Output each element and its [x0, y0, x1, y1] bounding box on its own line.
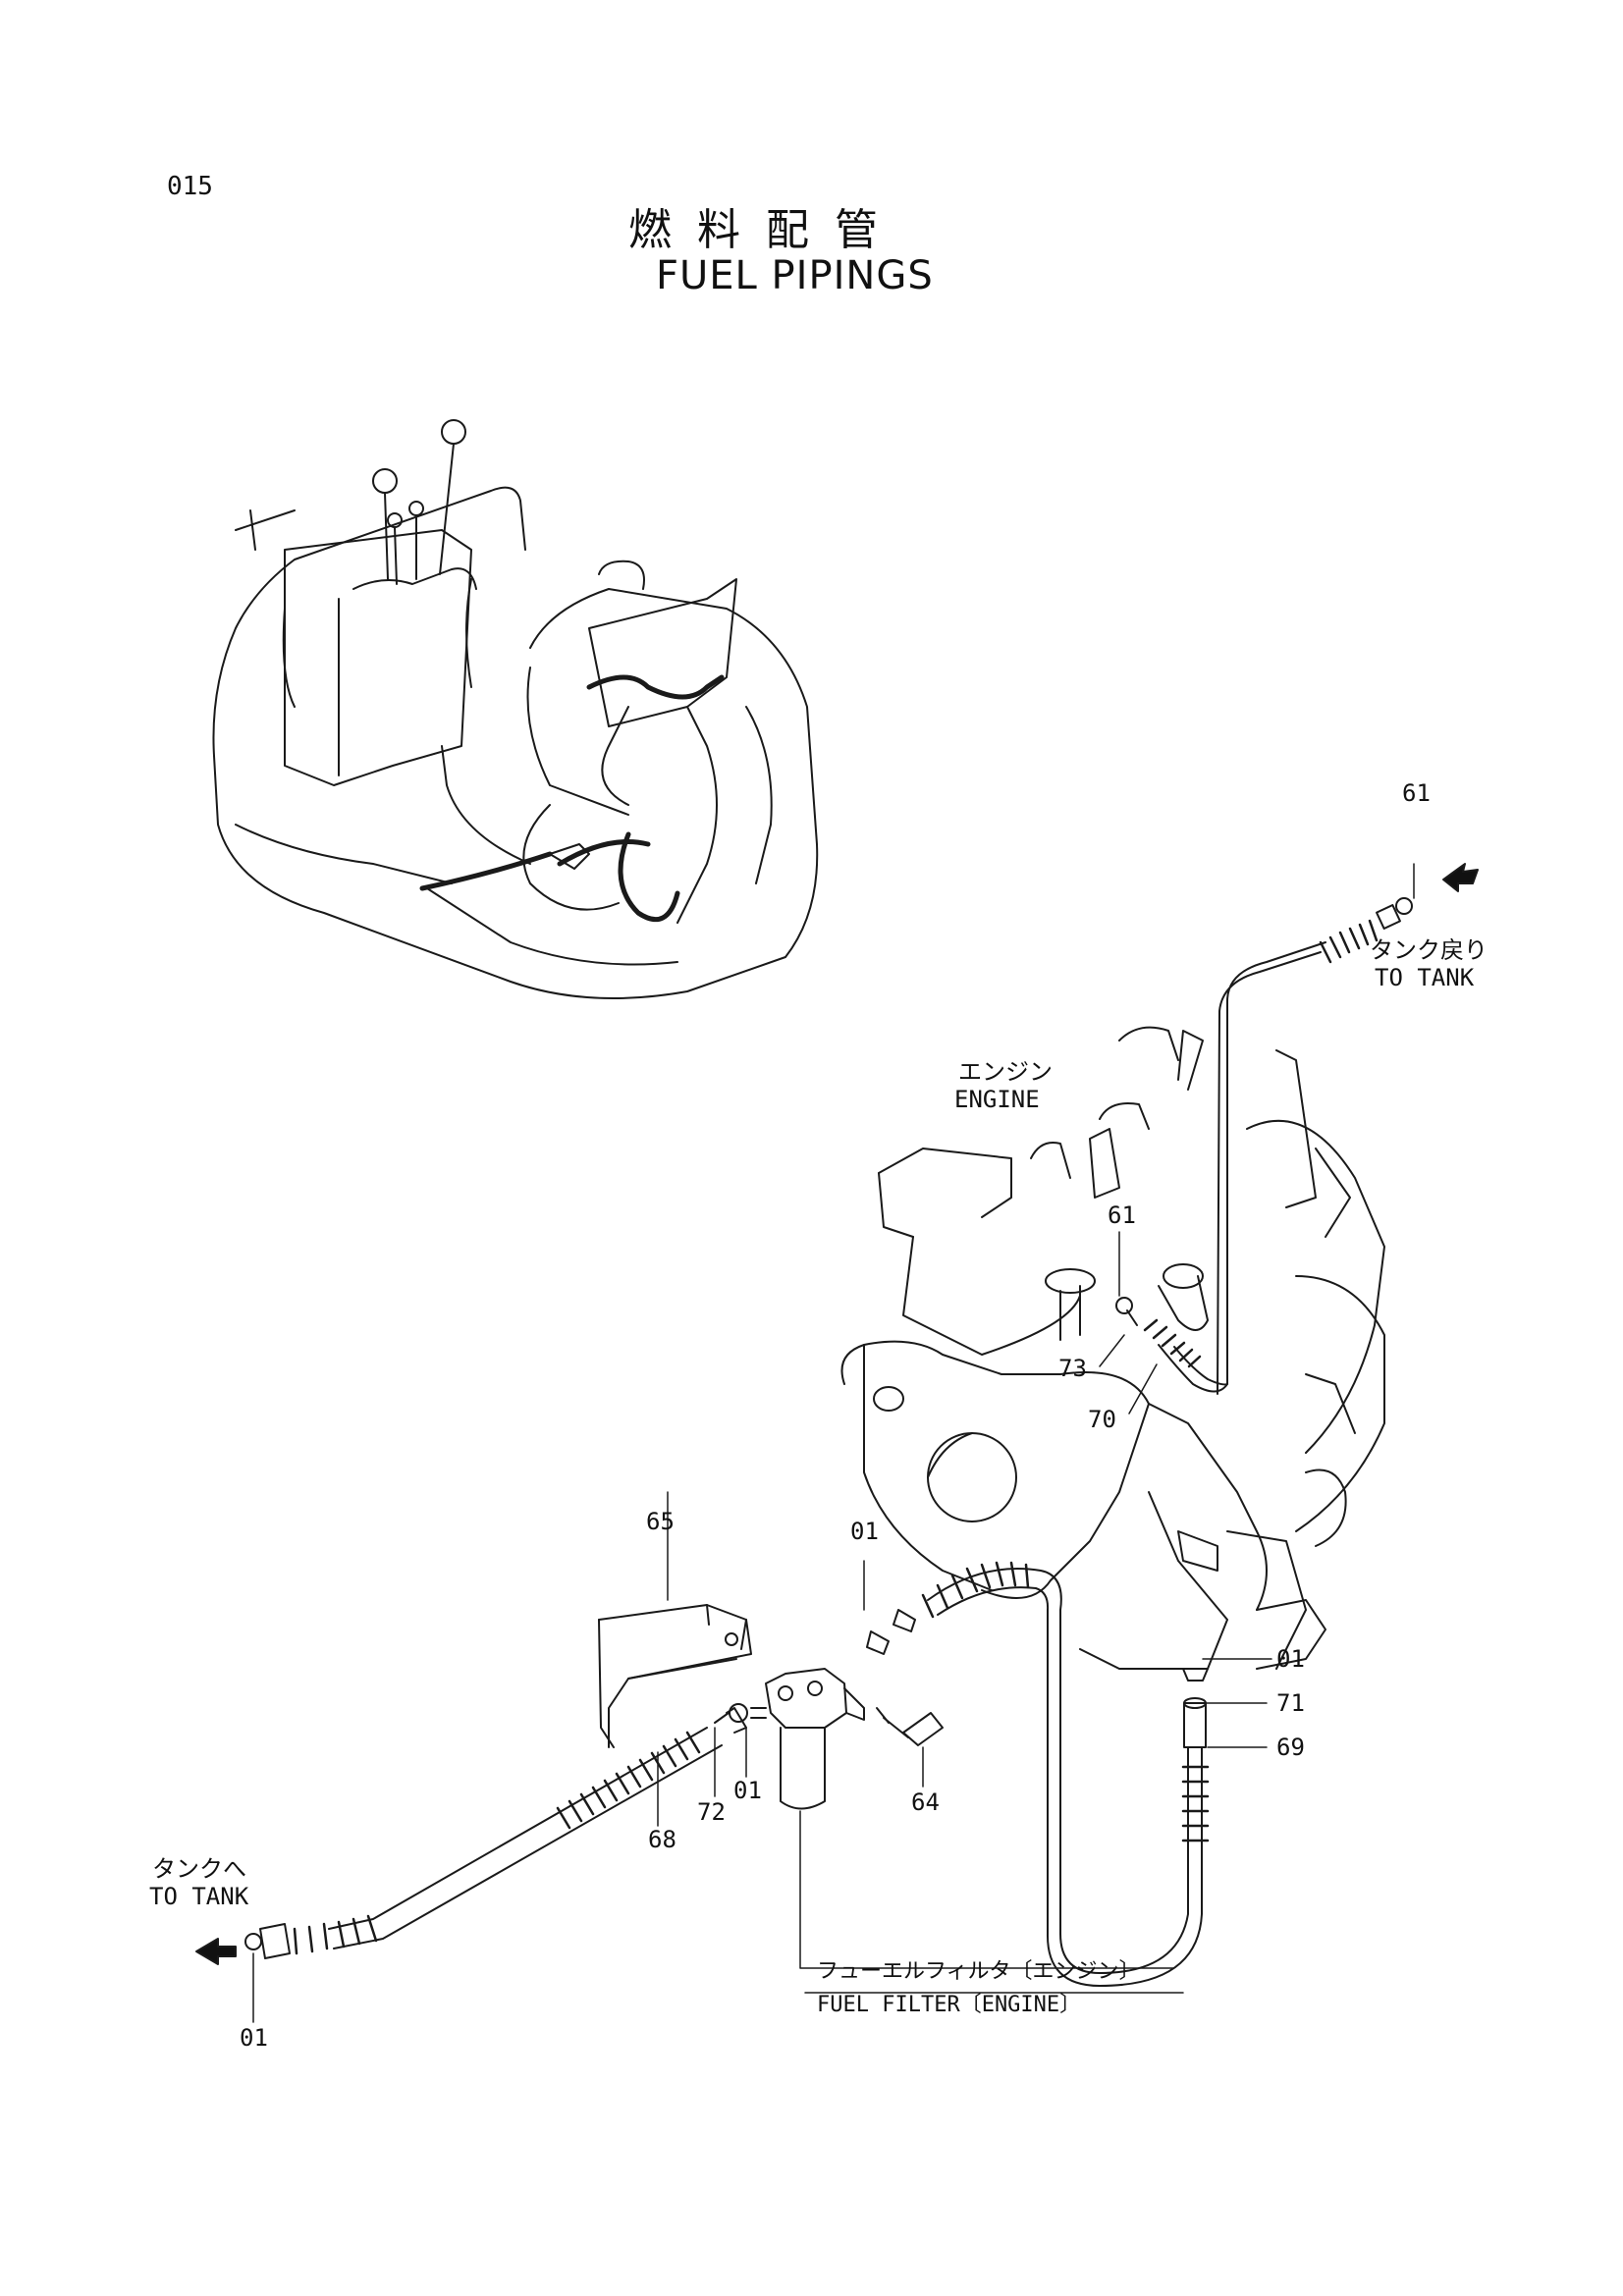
hose-68-to-tank	[244, 1707, 747, 1959]
engine-label-en: ENGINE	[954, 1086, 1040, 1113]
page-code: 015	[167, 172, 213, 201]
engine-illustration	[840, 1026, 1385, 1670]
callout-72: 72	[697, 1798, 726, 1826]
page-title-jp: 燃料配管	[628, 205, 903, 255]
engine-label-jp: エンジン	[958, 1058, 1053, 1086]
tank-return-label-en: TO TANK	[1375, 964, 1475, 991]
callout-01-filter: 01	[733, 1777, 762, 1804]
callout-01-bottom: 01	[240, 2024, 268, 2052]
fuel-filter-label-en: FUEL FILTER〔ENGINE〕	[817, 1993, 1082, 2017]
callout-61-top: 61	[1402, 779, 1431, 807]
leader-lines	[252, 863, 1415, 2023]
callout-01-right: 01	[1276, 1645, 1305, 1673]
callout-64: 64	[911, 1789, 940, 1816]
fuel-filter	[714, 1668, 944, 1810]
callout-65: 65	[646, 1508, 675, 1535]
page-title-en: FUEL PIPINGS	[656, 253, 934, 298]
callout-69: 69	[1276, 1734, 1305, 1761]
to-tank-label-en: TO TANK	[149, 1883, 249, 1910]
bracket-65	[598, 1604, 752, 1748]
flow-arrows	[195, 863, 1479, 1965]
machine-overview-illustration	[212, 419, 819, 999]
callout-70: 70	[1088, 1406, 1116, 1433]
callout-01-upper: 01	[850, 1518, 879, 1545]
arrow-to-tank-icon	[195, 1938, 237, 1965]
to-tank-label-jp: タンクへ	[152, 1855, 246, 1883]
hose-70-return	[1115, 897, 1413, 1395]
callout-61-mid: 61	[1108, 1201, 1136, 1229]
callout-68: 68	[648, 1826, 676, 1853]
arrow-return-icon	[1442, 863, 1479, 892]
fuel-filter-label-jp: フューエルフィルタ〔エンジン〕	[817, 1959, 1141, 1984]
callout-73: 73	[1058, 1355, 1087, 1382]
hose-69-feed	[866, 1561, 1210, 1987]
callout-71: 71	[1276, 1689, 1305, 1717]
tank-return-label-jp: タンク戻り	[1370, 936, 1488, 964]
